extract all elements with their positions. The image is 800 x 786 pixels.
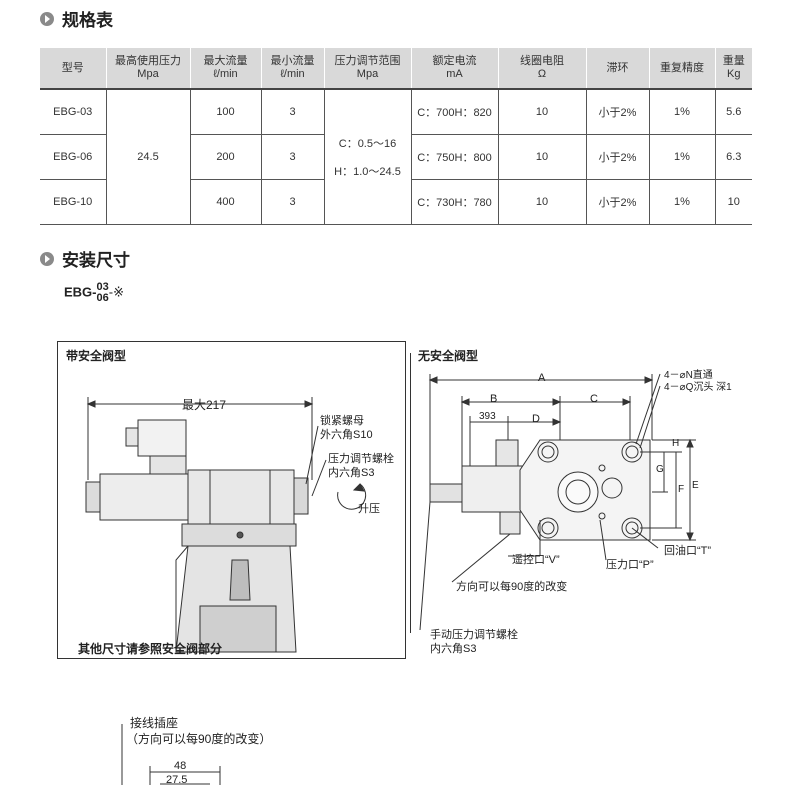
label-hole-n: 4－⌀N直通 (664, 370, 713, 381)
arrow-bullet-icon (40, 11, 54, 26)
label-socket: 接线插座 (130, 716, 179, 730)
cell-min-flow: 3 (260, 134, 324, 180)
cell-model: EBG-06 (40, 134, 106, 180)
dim-e: E (692, 480, 699, 491)
label-manual-bolt: 手动压力调节螺栓 (430, 629, 518, 641)
cell-resistance: 10 (497, 88, 586, 135)
label-hole-q: 4－⌀Q沉头 深1 (664, 382, 732, 393)
right-valve-drawing (419, 373, 696, 631)
dim-a: A (538, 372, 546, 384)
table-row: EBG-10 400 3 C：730H：780 10 小于2% 1% 10 (40, 179, 752, 225)
label-return-port: 回油口“T” (664, 545, 712, 557)
table-row: EBG-06 200 3 C：750H：800 10 小于2% 1% 6.3 (40, 134, 752, 180)
dim-393: 393 (479, 411, 496, 422)
left-valve-drawing (85, 397, 367, 653)
label-socket-note: （方向可以每90度的改变） (126, 732, 272, 746)
cell-current: C：700H：820 (410, 88, 498, 135)
label-raise-pressure: 升压 (358, 503, 380, 515)
dim-48: 48 (174, 760, 187, 772)
cell-min-flow: 3 (260, 88, 324, 135)
dim-d: D (532, 413, 540, 425)
spec-section-heading: 规格表 (40, 6, 113, 31)
dim-h: H (672, 438, 680, 449)
dim-27-5: 27.5 (166, 774, 188, 786)
install-section-title: 安装尺寸 (62, 251, 130, 270)
left-panel-note: 其他尺寸请参照安全阀部分 (78, 642, 223, 656)
header-repeatability: 重复精度 (648, 48, 715, 89)
cell-model: EBG-10 (40, 179, 106, 225)
dim-g: G (656, 464, 664, 475)
cell-repeat: 1% (648, 88, 715, 135)
label-manual-hex: 内六角S3 (430, 643, 477, 655)
cell-hysteresis: 小于2% (585, 88, 649, 135)
cell-max-flow: 200 (189, 134, 261, 180)
cell-current: C：750H：800 (410, 134, 498, 180)
cell-weight: 5.6 (714, 88, 752, 135)
cell-weight: 6.3 (714, 134, 752, 180)
cell-model: EBG-03 (40, 88, 106, 135)
header-hysteresis: 滞环 (585, 48, 649, 89)
cell-repeat: 1% (648, 179, 715, 225)
dim-c: C (590, 393, 598, 405)
dim-f: F (678, 484, 685, 495)
dim-b: B (490, 393, 498, 405)
cell-weight: 10 (714, 179, 752, 225)
spec-section-title: 规格表 (62, 11, 113, 30)
label-hex-s10: 外六角S10 (320, 429, 373, 441)
label-direction: 方向可以每90度的改变 (456, 581, 568, 593)
cell-max-flow: 400 (189, 179, 261, 225)
cell-current: C：730H：780 (410, 179, 498, 225)
cell-resistance: 10 (497, 134, 586, 180)
install-section-heading: 安装尺寸 (40, 246, 130, 271)
left-panel-title: 带安全阀型 (66, 349, 127, 363)
cell-resistance: 10 (497, 179, 586, 225)
label-hex-s3: 内六角S3 (328, 467, 375, 479)
arrow-bullet-icon (40, 251, 54, 266)
cell-max-flow: 100 (189, 88, 261, 135)
right-panel-title: 无安全阀型 (418, 349, 479, 363)
right-panel-frame-line (410, 353, 411, 633)
bottom-connector-drawing (121, 724, 221, 785)
cell-hysteresis: 小于2% (585, 179, 649, 225)
label-remote-port: 遥控口“V” (512, 554, 560, 566)
dim-max-217: 最大217 (182, 398, 227, 412)
left-panel-frame (57, 341, 406, 659)
label-pressure-port: 压力口“P” (606, 559, 654, 571)
label-lock-nut: 锁紧螺母 (320, 415, 364, 427)
cell-max-pressure: 24.5 (105, 88, 190, 225)
label-pressure-bolt: 压力调节螺栓 (328, 453, 394, 465)
header-model: 型号 (40, 48, 106, 89)
cell-repeat: 1% (648, 134, 715, 180)
cell-hysteresis: 小于2% (585, 134, 649, 180)
cell-min-flow: 3 (260, 179, 324, 225)
